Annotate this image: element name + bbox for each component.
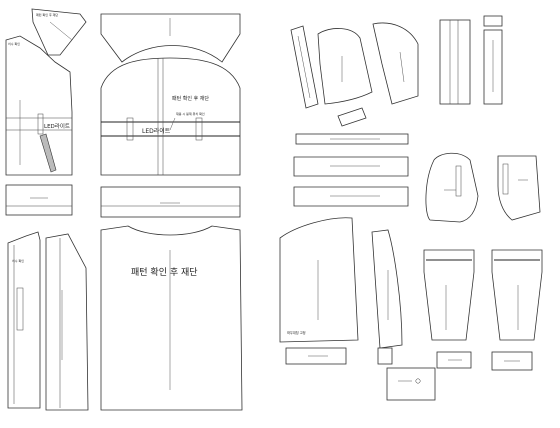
back-full-piece: 패턴 확인 후 재단 [100,225,243,411]
cut-after-check-label-top: 패턴 확인 후 재단 [172,95,209,102]
sleeve-note: 좌우대칭 고정 [287,330,306,335]
collar-strip-piece: 패턴 확인 후 재단 [31,8,87,56]
big-sleeve-piece: 좌우대칭 고정 [279,217,359,343]
upper-sleeve-piece-1 [317,28,373,105]
cuff-piece-2 [377,347,393,365]
horizontal-strip-piece-1 [295,133,409,145]
horizontal-strip-piece-3 [293,186,409,207]
front-facing-piece [5,184,73,216]
front-vest-piece: LED라이트 치수 확인 [5,35,73,176]
tall-strip-piece-1 [439,19,471,105]
led-light-label-back: LED라이트 [142,127,171,135]
under-sleeve-piece [371,229,403,349]
lower-sleeve-piece-left [423,249,475,341]
back-facing-piece [100,186,241,218]
tall-strip-piece-2 [483,15,503,105]
pocket-piece [425,152,479,223]
bottom-pocket-piece [386,367,436,401]
side-panel-piece [45,233,89,411]
small-note-front: 치수 확인 [8,41,20,46]
cuff-piece-4 [491,351,533,371]
cuff-piece-3 [436,351,472,369]
lower-sleeve-piece-right [491,249,543,341]
cut-after-check-label-back: 패턴 확인 후 재단 [131,266,198,278]
small-note-top-left: 패턴 확인 후 재단 [36,12,58,17]
horizontal-strip-piece-2 [293,156,409,177]
small-tab-piece [337,107,367,127]
side-note-strip: 치수 확인 [12,258,24,263]
front-lining-strip-piece: 치수 확인 [7,231,41,409]
back-yoke-piece [100,13,241,63]
led-light-label-front: LED라이트 [44,122,70,130]
upper-sleeve-piece-2 [372,22,419,105]
strip-piece-1 [290,25,319,109]
flap-piece [497,155,541,221]
reflective-note: 재봉 시 봉제 위치 확인 [176,111,205,116]
cuff-piece-1 [285,347,347,365]
back-vest-piece: LED라이트 패턴 확인 후 재단 재봉 시 봉제 위치 확인 [100,57,241,176]
